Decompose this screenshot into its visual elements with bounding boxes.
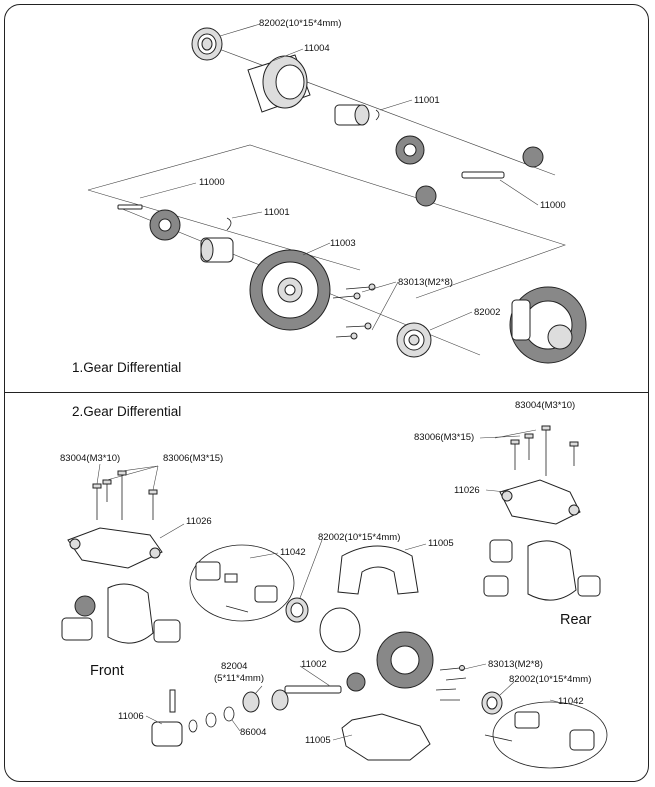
label-11000-left: 11000 xyxy=(199,177,225,188)
diagram-frame xyxy=(4,4,649,782)
label-11026-right: 11026 xyxy=(454,485,480,496)
bevel-gear-top xyxy=(395,135,425,165)
bearing-82002-right xyxy=(481,691,503,715)
label-82002-bottom: 82002 xyxy=(474,307,500,318)
small-gear-left xyxy=(149,209,181,241)
label-11001-top: 11001 xyxy=(414,95,440,106)
rear-label: Rear xyxy=(560,612,592,628)
section2-title: 2.Gear Differential xyxy=(72,404,181,419)
screws-rear-upper xyxy=(510,425,579,476)
label-82004-line2: (5*11*4mm) xyxy=(214,673,264,684)
outdrive-group-11042-right xyxy=(484,701,608,769)
front-differential-assembly xyxy=(61,583,181,644)
cross-pin-11000 xyxy=(415,146,544,207)
shaft-11002 xyxy=(284,685,342,694)
label-11002: 11002 xyxy=(301,659,327,670)
screws-83013 xyxy=(332,283,376,340)
label-83006-right: 83006(M3*15) xyxy=(414,432,474,443)
label-11026-left: 11026 xyxy=(186,516,212,527)
label-83013-s2: 83013(M2*8) xyxy=(488,659,543,670)
label-82004-line1: 82004 xyxy=(221,661,247,672)
ring-gear-11003 xyxy=(249,249,331,331)
outdrive-11001-bottom xyxy=(200,237,234,263)
label-11004: 11004 xyxy=(304,43,330,54)
label-82002-right: 82002(10*15*4mm) xyxy=(509,674,591,685)
front-label: Front xyxy=(90,663,124,679)
rear-differential-assembly xyxy=(483,539,601,601)
bearing-82002-mid xyxy=(285,597,309,623)
label-11006: 11006 xyxy=(118,711,144,722)
label-11003: 11003 xyxy=(330,238,356,249)
label-83004-right: 83004(M3*10) xyxy=(515,400,575,411)
assembled-differential-s1 xyxy=(509,286,587,364)
housing-11005-bottom xyxy=(341,713,431,761)
bearings-82004 xyxy=(242,689,289,713)
label-83006-left: 83006(M3*15) xyxy=(163,453,223,464)
label-82002-top: 82002(10*15*4mm) xyxy=(259,18,341,29)
label-86004: 86004 xyxy=(240,727,266,738)
label-11042-right: 11042 xyxy=(558,696,584,707)
label-11000-right: 11000 xyxy=(540,200,566,211)
section-divider xyxy=(4,392,649,393)
screws-83013-s2 xyxy=(435,665,467,701)
label-11005-bottom: 11005 xyxy=(305,735,331,746)
bearing-82002-bottom xyxy=(396,322,432,358)
clip-left xyxy=(226,217,232,231)
outdrive-11006 xyxy=(151,689,183,747)
label-83013-s1: 83013(M2*8) xyxy=(398,277,453,288)
bracket-11026-rear xyxy=(499,479,581,525)
shims-86004 xyxy=(188,706,235,733)
label-11001-bottom: 11001 xyxy=(264,207,290,218)
bracket-11026-front xyxy=(67,527,163,569)
diff-case-11004 xyxy=(247,54,311,113)
pin-11000-left xyxy=(117,204,143,210)
bearing-82002-top xyxy=(191,27,223,61)
housing-11005-top xyxy=(337,545,419,595)
screws-front-upper xyxy=(92,470,158,520)
outdrive-group-11042-left xyxy=(189,544,295,622)
section1-title: 1.Gear Differential xyxy=(72,360,181,375)
label-83004-left: 83004(M3*10) xyxy=(60,453,120,464)
label-82002-mid: 82002(10*15*4mm) xyxy=(318,532,400,543)
outdrive-11001-top xyxy=(334,104,380,126)
label-11042-left: 11042 xyxy=(280,547,306,558)
center-differential xyxy=(319,607,434,692)
label-11005-top: 11005 xyxy=(428,538,454,549)
